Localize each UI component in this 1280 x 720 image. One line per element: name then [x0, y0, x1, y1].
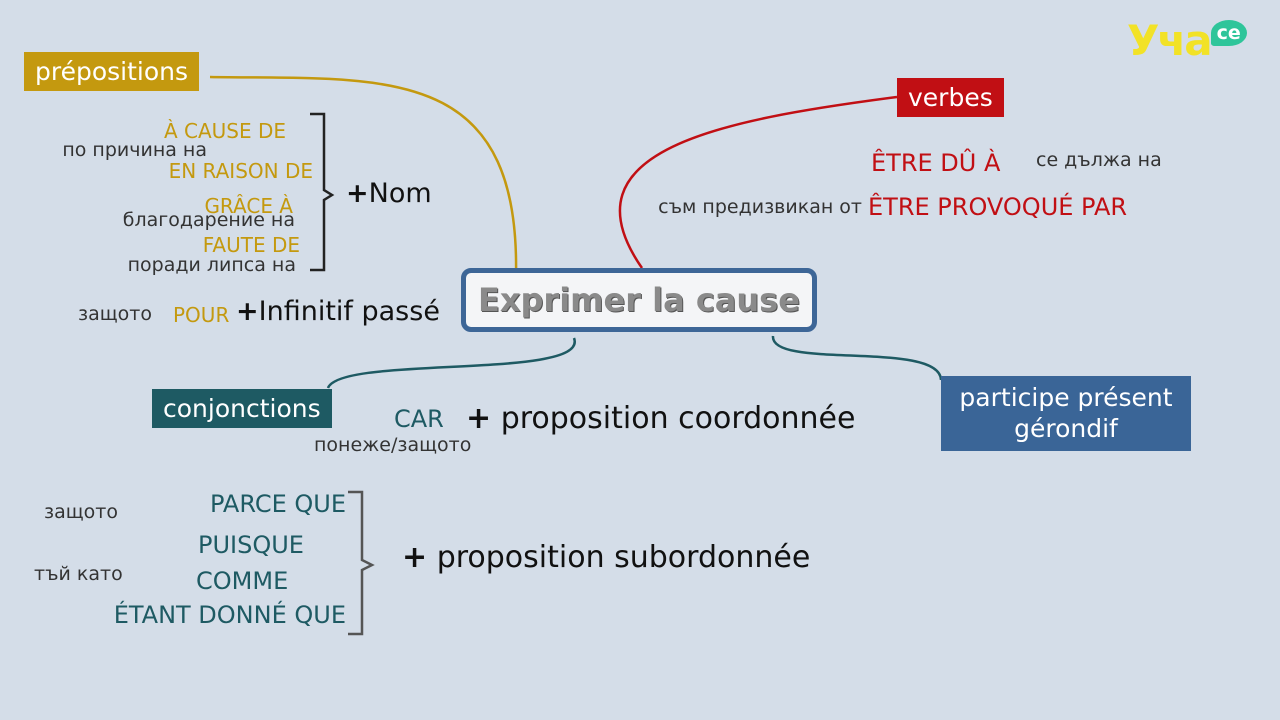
pour-infinitif-passe: +Infinitif passé: [236, 296, 440, 327]
verbes-label: verbes: [897, 78, 1004, 118]
conj-fr-puisque: PUISQUE: [198, 531, 304, 559]
conj-fr-car: CAR: [394, 405, 444, 433]
conj-fr-comme: COMME: [196, 567, 289, 595]
prep-fr-en-raison-de: EN RAISON DE: [168, 159, 313, 183]
link-prepositions: [209, 75, 518, 276]
prepositions-label: prépositions: [24, 52, 200, 92]
bracket-subordonnees: [348, 490, 375, 636]
conj-bg-tay-kato: тъй като: [34, 563, 123, 585]
bracket-prepositions: [310, 112, 335, 272]
center-node: Exprimer la cause: [461, 268, 817, 332]
logo-badge: ce: [1210, 20, 1247, 46]
conj-fr-parce-que: PARCE QUE: [209, 490, 346, 518]
plus-nom: +Nom: [346, 178, 432, 209]
prep-bg-po-prichina-na: по причина на: [62, 139, 207, 161]
plus-sign: +: [346, 178, 369, 209]
car-proposition-coordonnee: + proposition coordonnée: [466, 401, 855, 436]
conj-bg-zashtoto: защото: [44, 501, 118, 523]
proposition-coordonnee-text: proposition coordonnée: [500, 401, 856, 436]
nom-text: Nom: [368, 178, 432, 209]
verb-fr-etre-provoque-par: ÊTRE PROVOQUÉ PAR: [868, 193, 1128, 221]
logo-text: Уча: [1127, 16, 1213, 65]
link-participe: [771, 335, 943, 381]
link-conjonctions: [326, 337, 576, 389]
prep-bg-poradi-lipsa-na: поради липса на: [127, 254, 296, 276]
plus-sign: +: [466, 401, 492, 436]
infinitif-passe-text: Infinitif passé: [258, 296, 440, 327]
prep-bg-blagodarenie-na: благодарение на: [122, 209, 295, 231]
plus-sign: +: [402, 540, 428, 575]
participe-label: participe présent gérondif: [941, 376, 1191, 451]
prep-fr-faute-de: FAUTE DE: [202, 233, 300, 257]
verb-bg-se-dalzha-na: се дължа на: [1036, 149, 1162, 171]
participe-present-text: participe présent: [959, 383, 1173, 412]
pour-bg: защото: [78, 303, 152, 325]
verb-bg-sam-predizvikan-ot: съм предизвикан от: [658, 196, 862, 218]
prep-fr-a-cause-de: À CAUSE DE: [163, 119, 286, 143]
verb-fr-etre-du-a: ÊTRE DÛ À: [871, 149, 1001, 177]
sub-proposition-subordonnee: + proposition subordonnée: [402, 540, 810, 575]
prep-fr-grace-a: GRÂCE À: [204, 194, 293, 218]
conj-fr-etant-donne-que: ÉTANT DONNÉ QUE: [113, 601, 346, 629]
conjonctions-label: conjonctions: [152, 389, 332, 429]
proposition-subordonnee-text: proposition subordonnée: [436, 540, 811, 575]
plus-sign: +: [236, 296, 259, 327]
pour-fr: POUR: [173, 303, 230, 327]
link-verbes: [618, 95, 898, 269]
conj-bg-ponezhe-zashtoto: понеже/защото: [314, 434, 472, 456]
gerondif-text: gérondif: [1014, 414, 1118, 444]
